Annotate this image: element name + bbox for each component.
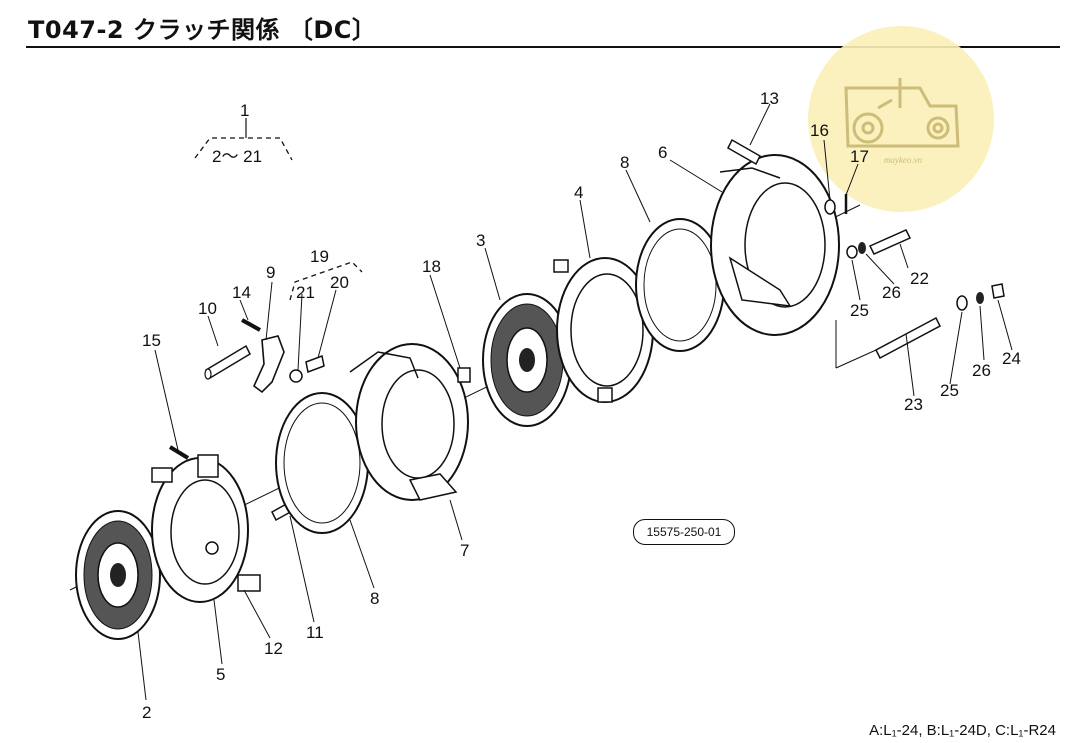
bolt-22 [868, 229, 912, 255]
leader-lines [137, 103, 1013, 701]
callout-2: 2 [142, 703, 151, 722]
group-bracket-1 [194, 137, 293, 161]
nut-21 [289, 369, 303, 383]
title-underline [26, 46, 1060, 48]
shaft-10 [204, 344, 251, 380]
callout-19: 19 [310, 247, 329, 266]
watermark-logo: maykeo.vn [808, 26, 994, 212]
callout-1: 1 [240, 101, 249, 120]
spring-washer-26-upper [858, 242, 866, 254]
bolt-20 [305, 354, 325, 374]
callout-23: 23 [904, 395, 923, 414]
clutch-housing-6 [710, 154, 840, 336]
plate-4 [553, 257, 654, 403]
callout-25-lower: 25 [940, 381, 959, 400]
callout-17: 17 [850, 147, 869, 166]
group-bracket-19 [289, 261, 363, 301]
nut-24 [991, 283, 1005, 299]
callout-6: 6 [658, 143, 667, 162]
pin-18 [457, 367, 471, 383]
model-footnote: A:L₁-24, B:L₁-24D, C:L₁-R24 [869, 722, 1056, 739]
callout-10: 10 [198, 299, 217, 318]
callout-26-upper: 26 [882, 283, 901, 302]
callout-21: 21 [296, 283, 315, 302]
stud-axis [835, 349, 877, 369]
callout-25-upper: 25 [850, 301, 869, 320]
washer-25-lower [956, 295, 968, 311]
pin-15 [168, 445, 190, 460]
callout-22: 22 [910, 269, 929, 288]
callout-12: 12 [264, 639, 283, 658]
callout-3: 3 [476, 231, 485, 250]
friction-plate-8-left [275, 392, 369, 534]
callout-8-right: 8 [620, 153, 629, 172]
callout-18: 18 [422, 257, 441, 276]
page-title: T047-2 クラッチ関係 〔DC〕 [28, 16, 377, 44]
callout-14: 14 [232, 283, 251, 302]
washer-16 [824, 199, 836, 215]
pressure-plate-5 [151, 454, 261, 603]
bolt-13 [727, 138, 761, 166]
callout-7: 7 [460, 541, 469, 560]
callout-8-left: 8 [370, 589, 379, 608]
callout-1-range: 2～ 21 [212, 147, 262, 166]
logo-text: maykeo.vn [884, 155, 923, 165]
callout-20: 20 [330, 273, 349, 292]
callout-9: 9 [266, 263, 275, 282]
pin-14 [241, 318, 261, 332]
lever-9 [253, 335, 285, 394]
callout-5: 5 [216, 665, 225, 684]
callout-16: 16 [810, 121, 829, 140]
callout-26-lower: 26 [972, 361, 991, 380]
stud-23 [875, 316, 941, 360]
callout-11: 11 [306, 623, 324, 642]
intermediate-plate-7 [349, 343, 469, 501]
clutch-disc-2 [75, 510, 161, 640]
tractor-icon: maykeo.vn [844, 78, 960, 165]
spring-washer-26-lower [976, 292, 984, 304]
callout-15: 15 [142, 331, 161, 350]
reference-code-tag: 15575-250-01 [633, 519, 735, 545]
callout-13: 13 [760, 89, 779, 108]
callout-24-lower: 24 [1002, 349, 1021, 368]
callout-4: 4 [574, 183, 583, 202]
washer-25-upper [846, 245, 858, 259]
